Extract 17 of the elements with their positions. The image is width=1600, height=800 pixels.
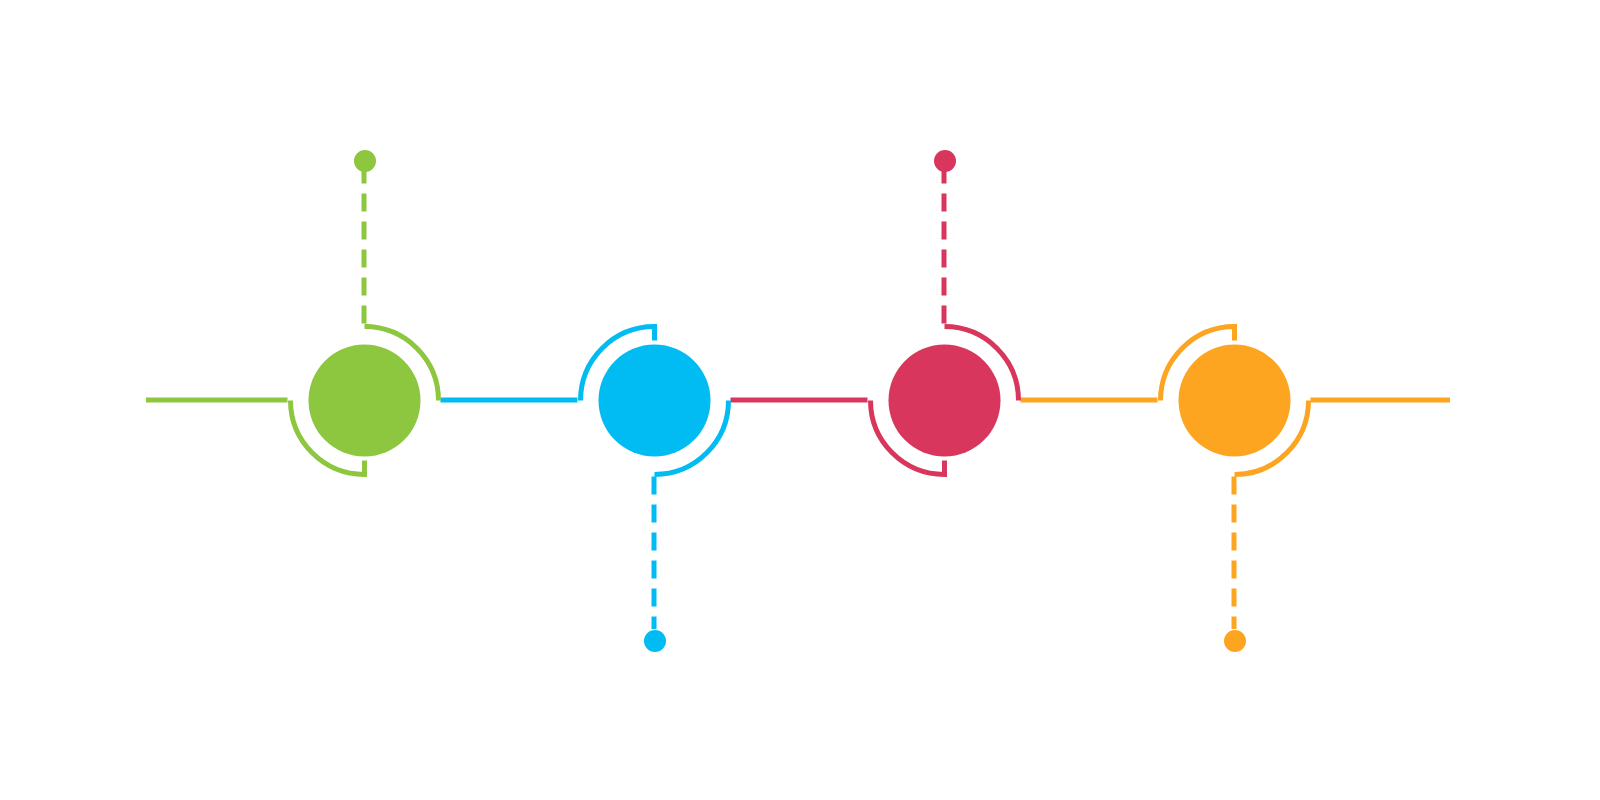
dashed-connector [941, 171, 947, 324]
endpoint-dot [643, 629, 665, 651]
endpoint-dot [1223, 629, 1245, 651]
endpoint-dot [933, 149, 955, 171]
dashed-connector [651, 476, 657, 629]
connector-line [1020, 397, 1158, 403]
connector-line [146, 397, 288, 403]
milestone-circle [867, 323, 1021, 477]
connector-line [730, 397, 868, 403]
milestone-circle [287, 323, 441, 477]
dashed-connector [361, 171, 367, 324]
milestone-circle [577, 323, 731, 477]
endpoint-dot [353, 149, 375, 171]
dashed-connector [1231, 476, 1237, 629]
milestone-circle [1157, 323, 1311, 477]
connector-line [1310, 397, 1450, 403]
connector-line [440, 397, 578, 403]
